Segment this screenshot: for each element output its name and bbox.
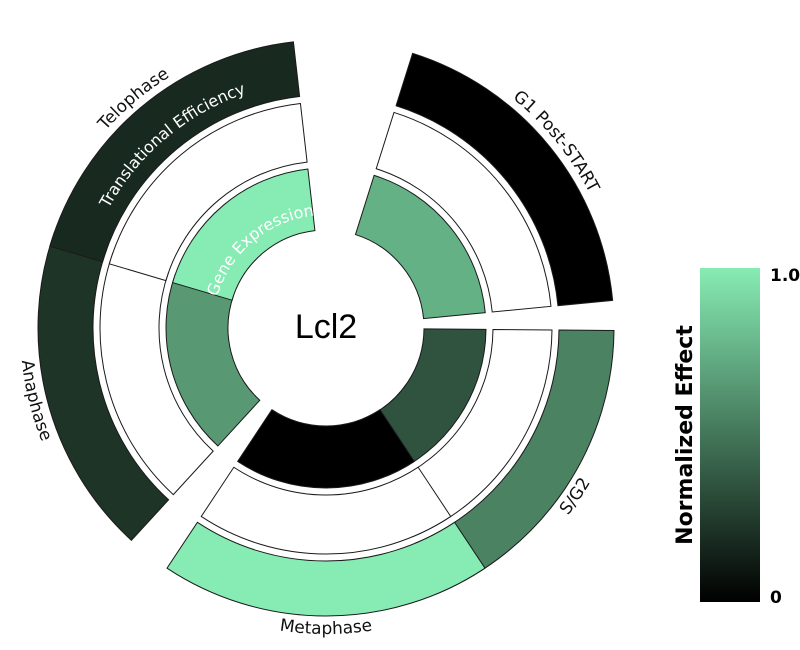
colorbar-gradient xyxy=(700,268,760,602)
colorbar-max-label: 1.0 xyxy=(770,266,800,286)
segment-ring2-phase0 xyxy=(395,52,614,307)
segment-ring2-phase2 xyxy=(166,521,486,617)
segment-ring1-phase0 xyxy=(375,111,552,313)
segment-ring1-phase4 xyxy=(108,102,308,282)
ring-segments xyxy=(37,41,615,617)
colorbar: 1.0 0 Normalized Effect xyxy=(673,266,800,608)
colorbar-min-label: 0 xyxy=(770,588,782,608)
phase-label-2: Metaphase xyxy=(279,616,374,639)
center-label: Lcl2 xyxy=(295,308,357,346)
segment-ring0-phase2 xyxy=(236,409,416,489)
segment-ring0-phase0 xyxy=(354,174,486,320)
segment-ring2-phase4 xyxy=(49,41,301,263)
segment-ring0-phase4 xyxy=(171,168,316,301)
colorbar-title: Normalized Effect xyxy=(673,325,698,545)
segment-ring1-phase2 xyxy=(200,466,452,555)
